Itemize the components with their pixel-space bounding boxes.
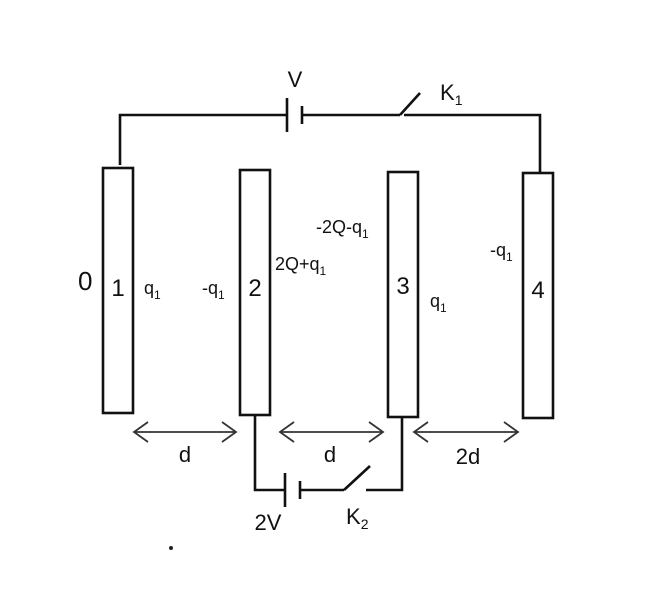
plate-1-number: 1 (111, 275, 124, 302)
charge-plate1-right: q1 (144, 278, 161, 302)
charge-plate4-left: -q1 (490, 240, 513, 264)
switch-k2-label: K2 (346, 504, 369, 532)
gap-label-1-2: d (179, 442, 191, 467)
zero-potential-label: 0 (78, 266, 92, 296)
gap-arrow-1-2 (132, 421, 238, 443)
bottom-wire-left (253, 415, 285, 492)
stray-dot (169, 546, 173, 550)
gap-label-2-3: d (324, 442, 336, 467)
plate-3 (386, 170, 420, 419)
top-wire-right (404, 113, 542, 172)
plate-1 (101, 166, 135, 415)
charge-plate3-right: q1 (430, 291, 447, 315)
plate-4 (521, 171, 555, 420)
battery-bottom-label: 2V (255, 510, 282, 535)
bottom-wire-right (366, 417, 404, 492)
charge-plate2-right: 2Q+q1 (275, 254, 327, 278)
switch-k1-label: K1 (440, 80, 463, 108)
charge-plate2-left: -q1 (202, 278, 225, 302)
plate-2 (238, 168, 272, 417)
gap-arrow-3-4 (412, 421, 520, 443)
gap-arrow-2-3 (278, 421, 385, 443)
charge-plate3-left: -2Q-q1 (316, 217, 369, 241)
plate-4-number: 4 (531, 277, 544, 304)
switch-k2-blade (343, 465, 371, 491)
gap-label-3-4: 2d (456, 444, 480, 469)
battery-top-label: V (288, 67, 303, 92)
top-wire-left (118, 113, 287, 165)
plate-3-number: 3 (396, 273, 409, 300)
switch-k1-blade (399, 92, 421, 116)
plate-2-number: 2 (248, 275, 261, 302)
